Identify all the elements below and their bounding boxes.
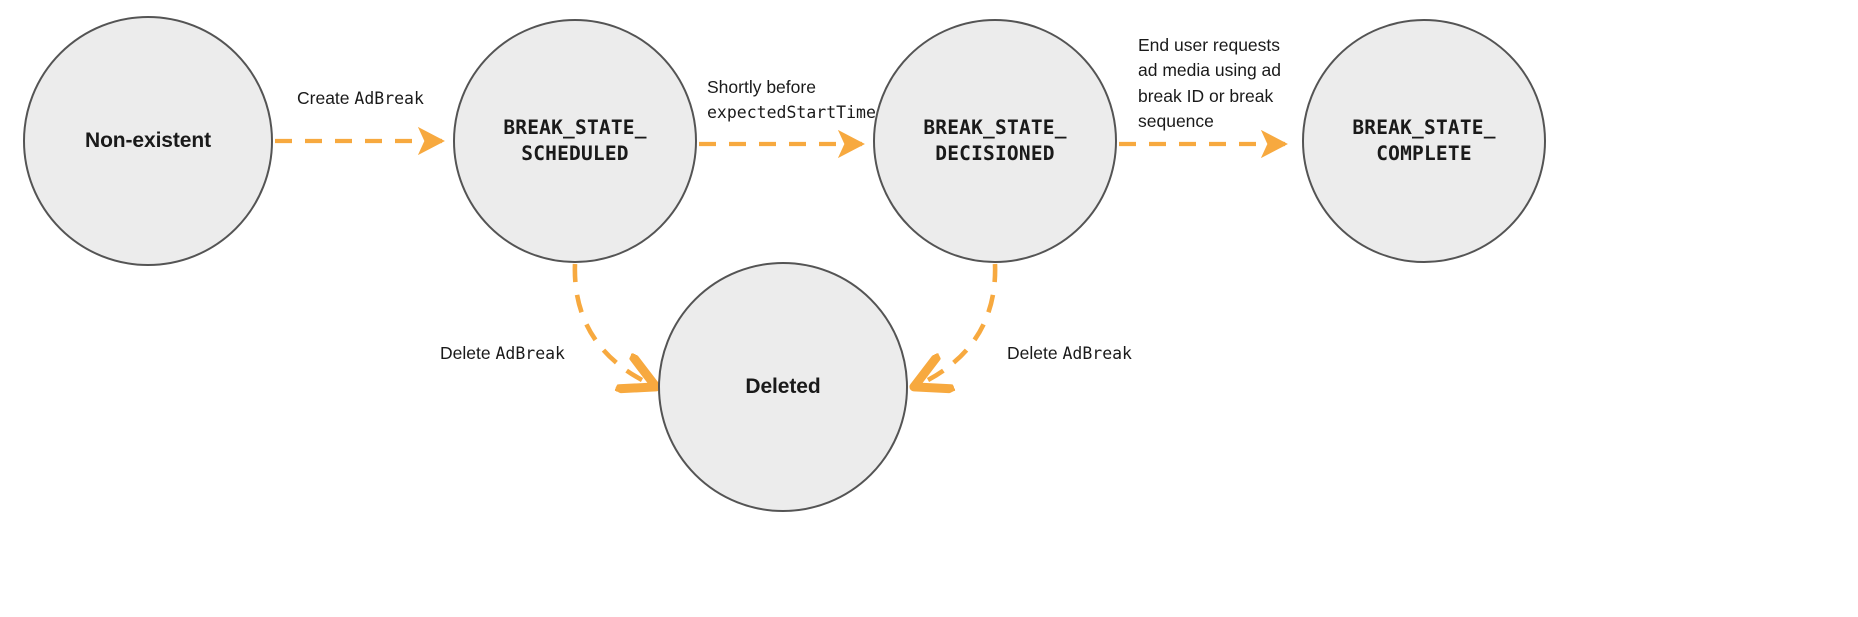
edge-label-segment: AdBreak (495, 344, 565, 363)
edge-label-end-user-requests-ad-media: End user requests ad media using ad brea… (1138, 33, 1313, 135)
state-node-deleted[interactable]: Deleted (658, 262, 908, 512)
state-node-non-existent[interactable]: Non-existent (23, 16, 273, 266)
state-node-break-state-scheduled[interactable]: BREAK_STATE_ SCHEDULED (453, 19, 697, 263)
state-node-break-state-decisioned[interactable]: BREAK_STATE_ DECISIONED (873, 19, 1117, 263)
edge-label-segment: AdBreak (1062, 344, 1132, 363)
edge-label-segment: expectedStartTime (707, 103, 876, 123)
edge-label-segment: Create (297, 88, 355, 108)
edge-label-shortly-before-expectedstarttime: Shortly before expectedStartTime (707, 75, 876, 126)
edge-label-segment: End user requests ad media using ad brea… (1138, 35, 1282, 132)
edge-label-delete-adbreak-from-decisioned: Delete AdBreak (1007, 341, 1132, 366)
edge-label-segment: AdBreak (354, 89, 424, 108)
edge-label-segment: Shortly before (707, 77, 816, 97)
state-node-label: BREAK_STATE_ COMPLETE (1352, 116, 1496, 165)
edge-delete-adbreak-decisioned (918, 263, 998, 385)
edge-label-segment: Delete (440, 343, 496, 363)
state-node-label: BREAK_STATE_ DECISIONED (923, 116, 1067, 165)
edge-delete-adbreak-scheduled (572, 263, 652, 385)
edge-label-segment: Delete (1007, 343, 1063, 363)
state-node-label: Non-existent (85, 129, 211, 153)
state-node-label: BREAK_STATE_ SCHEDULED (503, 116, 647, 165)
state-node-break-state-complete[interactable]: BREAK_STATE_ COMPLETE (1302, 19, 1546, 263)
state-node-label: Deleted (745, 375, 821, 399)
edge-label-delete-adbreak-from-scheduled: Delete AdBreak (440, 341, 565, 366)
edge-label-create-adbreak: Create AdBreak (297, 86, 424, 111)
